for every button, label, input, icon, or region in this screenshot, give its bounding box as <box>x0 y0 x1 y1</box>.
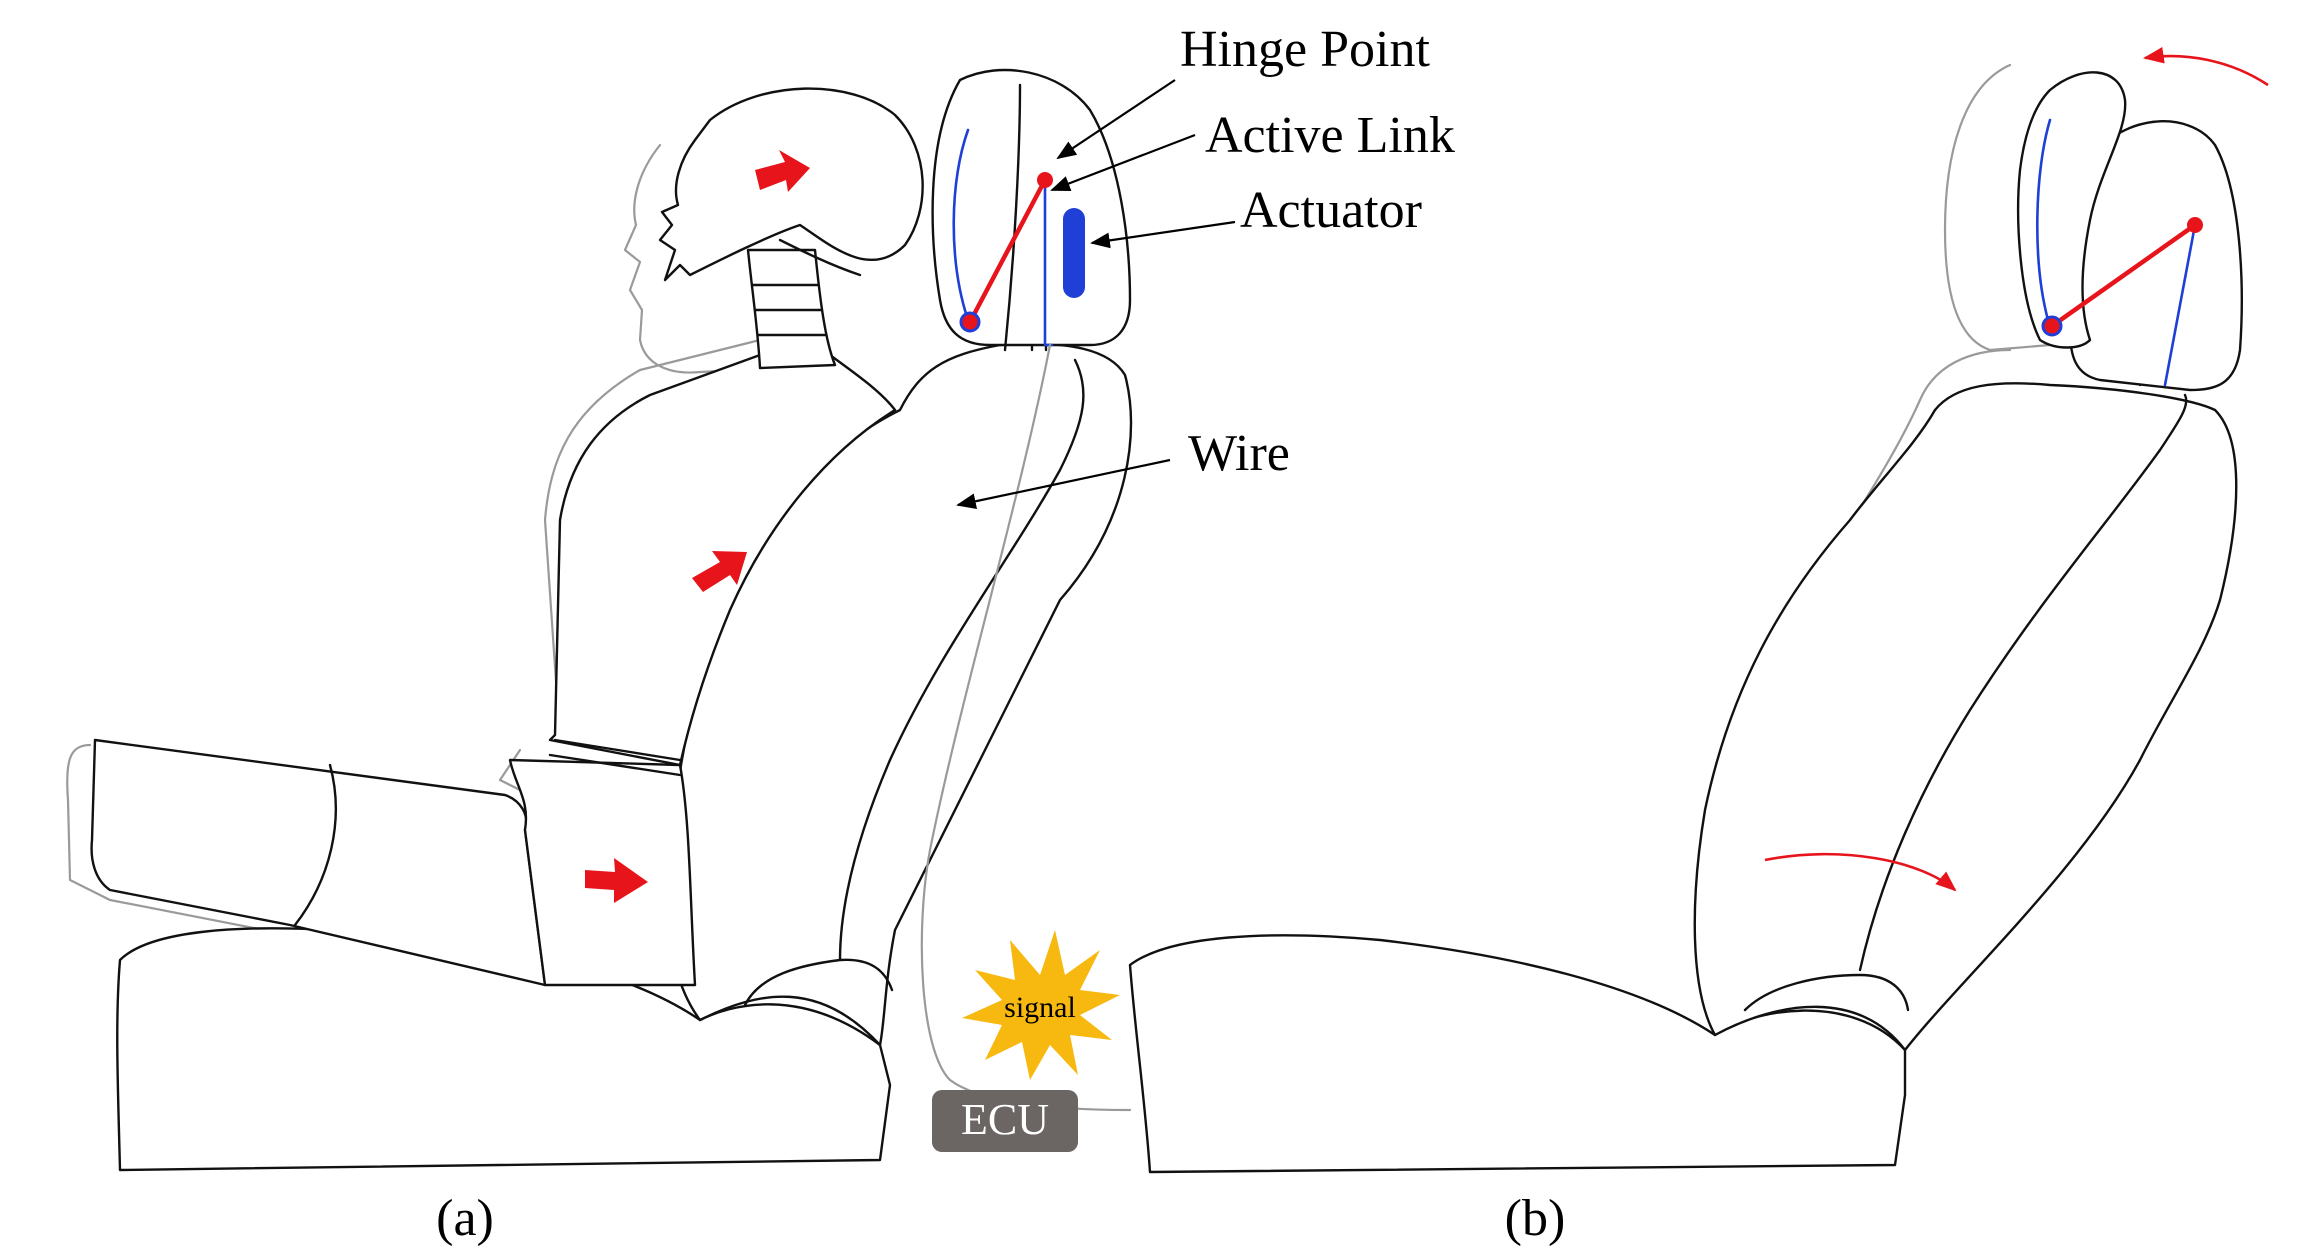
occupant-neck-rings <box>750 283 828 337</box>
wire-leader <box>956 458 1171 510</box>
panel-a: signal ECU Hinge Point Active Link Actua… <box>66 21 1455 1247</box>
panel-a-caption: (a) <box>436 1190 494 1247</box>
seatback-a-inner-line <box>838 358 1085 962</box>
head-motion-arrow <box>755 150 810 192</box>
occupant-jaw <box>778 238 862 277</box>
seatback-a-hinge-trim <box>743 958 894 1007</box>
seatback-b-inner-line <box>1858 393 2188 972</box>
link-pivot-marker-b <box>2041 315 2063 337</box>
occupant-thigh <box>90 738 547 987</box>
headrest-a-front-seam <box>1003 83 1022 352</box>
hinge-point-marker-b <box>2187 217 2203 233</box>
headrest-b-ghost <box>1943 63 2052 352</box>
hinge-point-marker-a <box>1037 172 1053 188</box>
headrest-b-cable <box>2163 223 2197 387</box>
active-link-leader <box>1050 133 1196 192</box>
active-link-b <box>2049 222 2198 329</box>
headrest-b-inner-wire <box>2036 118 2052 322</box>
actuator-body <box>1063 208 1085 298</box>
pelvis-motion-arrow <box>585 858 648 903</box>
ecu-box <box>932 1090 1078 1152</box>
wire-label: Wire <box>1188 425 1290 482</box>
seatback-b-hinge-trim <box>1743 973 1910 1012</box>
headrest-a-inner-wire <box>952 128 970 322</box>
occupant-waist-band <box>548 738 682 777</box>
actuator-label: Actuator <box>1240 182 1422 239</box>
torso-motion-arrow <box>692 551 747 592</box>
ecu-label: ECU <box>961 1095 1049 1144</box>
active-link-label: Active Link <box>1205 107 1455 164</box>
occupant-knee-line <box>293 763 337 927</box>
hinge-point-leader <box>1056 79 1176 160</box>
hinge-point-label: Hinge Point <box>1180 21 1430 78</box>
signal-burst <box>962 930 1120 1080</box>
headrest-rotation-arrow <box>2142 47 2269 87</box>
link-pivot-marker-a <box>959 311 981 333</box>
seatback-recline-arrow <box>1764 852 1957 892</box>
active-link-a <box>967 177 1048 325</box>
panel-b: (b) <box>1128 47 2269 1247</box>
signal-label: signal <box>1004 991 1076 1024</box>
actuator-leader <box>1090 220 1236 249</box>
panel-b-caption: (b) <box>1505 1190 1566 1247</box>
